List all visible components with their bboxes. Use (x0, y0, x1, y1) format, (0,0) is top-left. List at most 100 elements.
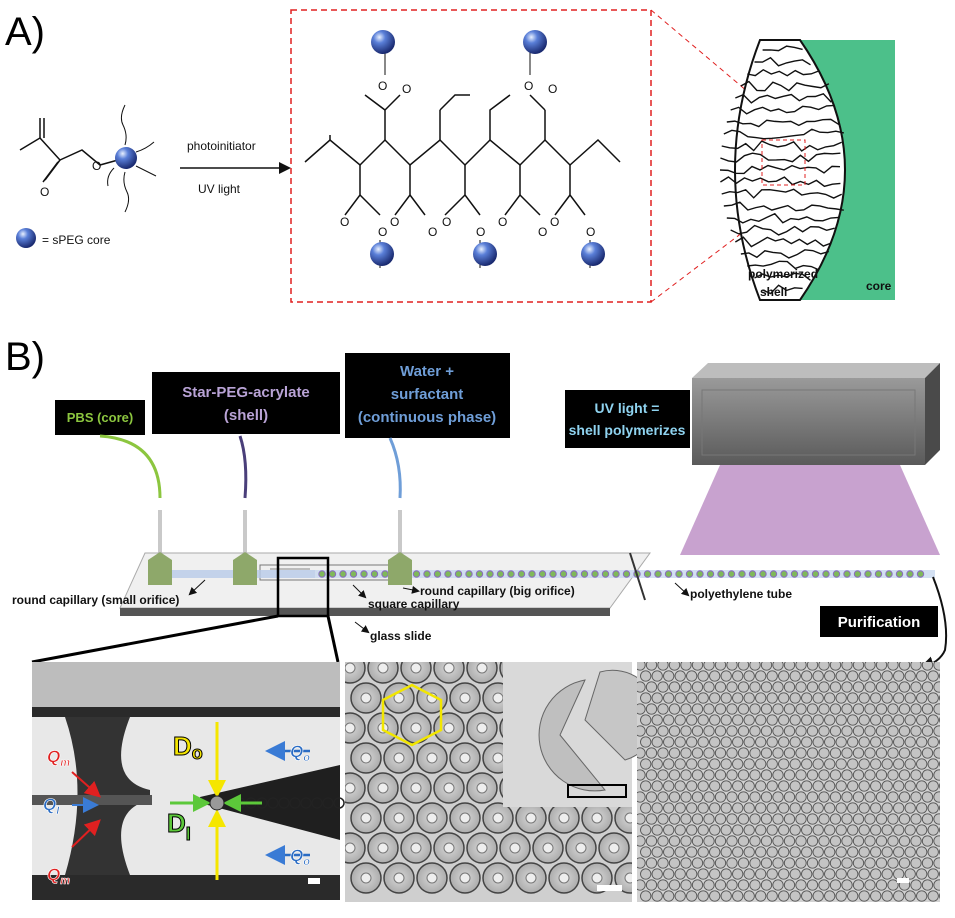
capsule (893, 890, 905, 902)
capsule (760, 769, 773, 781)
capsule-core (459, 812, 471, 824)
capsule (829, 662, 842, 671)
capsule (703, 879, 715, 891)
capsule (910, 769, 922, 781)
droplet (475, 570, 484, 578)
capsule-core (393, 872, 405, 884)
input-water-surfactant: Water + surfactant (continuous phase) (345, 353, 510, 438)
droplet (278, 797, 290, 809)
capsule (852, 813, 865, 825)
capsule (824, 692, 836, 704)
capsule (875, 879, 888, 891)
capsule (691, 747, 704, 759)
capsule (829, 791, 842, 803)
droplet (643, 570, 652, 578)
capsule-core (377, 842, 389, 854)
capsule (847, 692, 859, 704)
capsule (668, 703, 681, 715)
capsule (737, 681, 750, 693)
capsule (697, 692, 709, 704)
svg-text:polyethylene tube: polyethylene tube (690, 587, 792, 601)
capsule-core (591, 812, 603, 824)
capsule (852, 879, 865, 891)
capsule (812, 824, 824, 836)
droplet (289, 797, 301, 809)
capsule (824, 780, 836, 792)
network-strand (720, 176, 841, 188)
droplet (580, 570, 589, 578)
svg-text:Qo: Qo (290, 846, 310, 868)
capsule (755, 868, 767, 880)
svg-text:PBS (core): PBS (core) (67, 410, 133, 425)
capsule (637, 791, 646, 803)
capsule (772, 857, 784, 869)
capsule (674, 670, 686, 682)
capsule (743, 714, 755, 726)
capsule (772, 835, 784, 847)
droplet (801, 570, 809, 578)
capsule-core (476, 782, 488, 794)
droplet (790, 570, 799, 578)
capsule (760, 813, 773, 825)
capsule (778, 890, 790, 902)
capsule-core (393, 812, 405, 824)
capsule (772, 813, 784, 825)
capsule-core (410, 722, 422, 734)
capsule (709, 736, 721, 748)
capsule (651, 868, 663, 880)
capsule (732, 802, 744, 814)
capsule (760, 835, 773, 847)
capsule (657, 791, 669, 803)
capsule (766, 846, 778, 858)
capsule (812, 846, 824, 858)
capsule-core (426, 872, 438, 884)
capsule (645, 681, 658, 693)
capsule (893, 692, 905, 704)
capsule (824, 670, 836, 682)
droplet (528, 570, 536, 578)
capsule (680, 835, 692, 847)
droplet (843, 570, 851, 578)
capsule (657, 681, 669, 693)
capsule (835, 780, 847, 792)
capsule (783, 681, 796, 693)
capsule (893, 670, 905, 682)
capsule (875, 662, 888, 671)
capsule (812, 670, 824, 682)
svg-text:O: O (428, 225, 437, 239)
capsule (732, 758, 744, 770)
capsule (697, 824, 709, 836)
capsule (789, 890, 801, 902)
capsule (766, 890, 778, 902)
capsule (852, 747, 865, 759)
input-star-peg-acrylate: Star-PEG-acrylate (shell) (152, 372, 340, 434)
droplet (318, 570, 326, 578)
polymerized-shell (734, 39, 846, 301)
purified-capsules-micrograph (637, 662, 940, 902)
capsule (703, 703, 715, 715)
capsule (703, 747, 715, 759)
capsule (870, 758, 882, 770)
capsule (674, 890, 686, 902)
capsule (674, 758, 686, 770)
capsule (904, 868, 916, 880)
capsule (898, 747, 911, 759)
capsule (749, 813, 761, 825)
droplet (412, 570, 421, 578)
network-strand (723, 201, 844, 212)
capsule (881, 714, 893, 726)
capsule (829, 769, 842, 781)
droplet (454, 570, 463, 578)
capsule (772, 725, 784, 737)
capsule (887, 791, 899, 803)
capsule-core (360, 812, 372, 824)
svg-text:O: O (586, 225, 595, 239)
capsule (795, 857, 807, 869)
capsule (841, 769, 853, 781)
capsule (783, 703, 796, 715)
capsule (858, 714, 870, 726)
capsule (680, 879, 692, 891)
droplet (675, 570, 683, 578)
capsule (939, 826, 940, 834)
acrylate-monomer (19, 104, 157, 213)
